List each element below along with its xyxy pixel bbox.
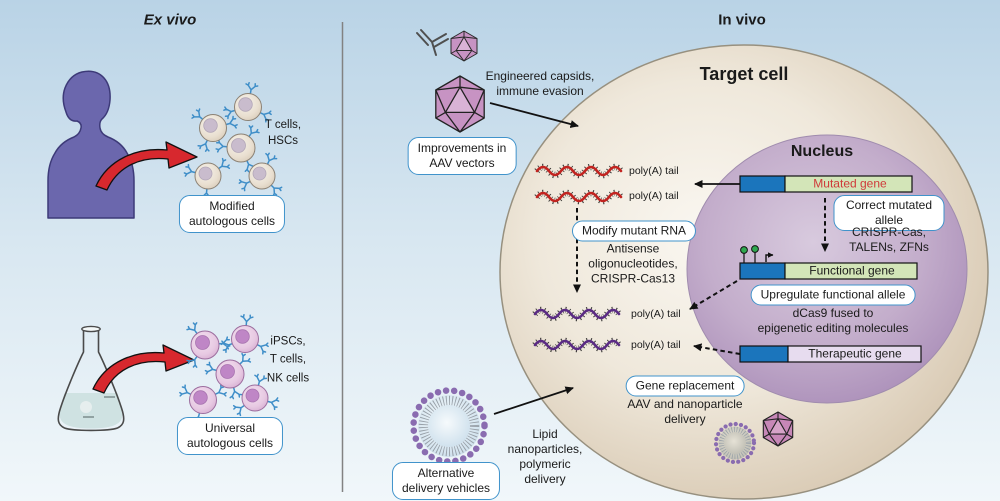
rna-strand-icon: [532, 163, 624, 353]
modify-mutant-rna-box: Modify mutant RNA: [571, 220, 697, 242]
poly-a-tail-label: poly(A) tail: [631, 339, 681, 351]
poly-a-tail-label: poly(A) tail: [629, 165, 679, 177]
correct-mutated-allele-box: Correct mutated allele: [833, 195, 945, 231]
improvements-aav-vectors-box: Improvements in AAV vectors: [407, 137, 517, 175]
transcription-start-icon: [765, 252, 774, 262]
therapeutic-gene-label: Therapeutic gene: [808, 346, 902, 361]
cell-with-receptors-icon: [177, 313, 281, 426]
aav-capsid-icon: [450, 30, 478, 62]
poly-a-tail-label: poly(A) tail: [631, 308, 681, 320]
nucleus-label: Nucleus: [790, 143, 854, 160]
poly-a-tail-label: poly(A) tail: [629, 190, 679, 202]
nanoparticle-entry-arrow: [493, 386, 574, 415]
alternative-delivery-vehicles-box: Alternative delivery vehicles: [391, 462, 501, 500]
aav-capsid-icon: [762, 411, 794, 447]
lipid-nanoparticle-icon: [713, 421, 757, 465]
flask-icon: [57, 325, 125, 432]
gene-replacement-box: Gene replacement: [625, 375, 745, 397]
gene-construct-icon: [739, 175, 913, 193]
dcas9-label: dCas9 fused to epigenetic editing molecu…: [757, 306, 909, 335]
t-cells-hscs-label: T cells, HSCs: [264, 118, 302, 147]
aav-capsid-icon: [435, 75, 485, 133]
antibody-icon: [416, 29, 449, 56]
crispr-tools-label: CRISPR-Cas, TALENs, ZFNs: [849, 225, 929, 254]
upregulate-functional-allele-box: Upregulate functional allele: [750, 284, 916, 306]
capsid-entry-arrow: [489, 102, 579, 128]
mutated-gene-label: Mutated gene: [813, 176, 887, 191]
therapeutic-transcript-arrow: [693, 343, 741, 355]
in-vivo-title: In vivo: [718, 11, 766, 29]
universal-autologous-cells-box: Universal autologous cells: [176, 417, 284, 455]
red-transfer-arrow-icon: [92, 344, 195, 394]
target-cell-label: Target cell: [699, 63, 789, 84]
aav-nanoparticle-delivery-label: AAV and nanoparticle delivery: [627, 397, 743, 426]
gene-construct-icon: [739, 345, 922, 363]
ipsc-t-nk-label: iPSCs, T cells, NK cells: [266, 335, 310, 385]
cell-with-receptors-icon: [182, 81, 284, 201]
lipid-nanoparticles-label: Lipid nanoparticles, polymeric delivery: [507, 427, 583, 486]
ex-vivo-title: Ex vivo: [143, 11, 197, 29]
functional-transcript-arrow: [689, 280, 738, 310]
epigenetic-mark-icon: [751, 245, 759, 253]
antisense-label: Antisense oligonucleotides, CRISPR-Cas13: [588, 241, 678, 286]
epigenetic-mark-icon: [740, 246, 748, 254]
engineered-capsids-label: Engineered capsids, immune evasion: [485, 69, 595, 98]
functional-gene-label: Functional gene: [809, 263, 895, 278]
modified-autologous-cells-box: Modified autologous cells: [178, 195, 286, 233]
gene-construct-icon: [739, 245, 918, 280]
lipid-nanoparticle-icon: [410, 387, 488, 465]
human-silhouette-icon: [47, 70, 135, 219]
